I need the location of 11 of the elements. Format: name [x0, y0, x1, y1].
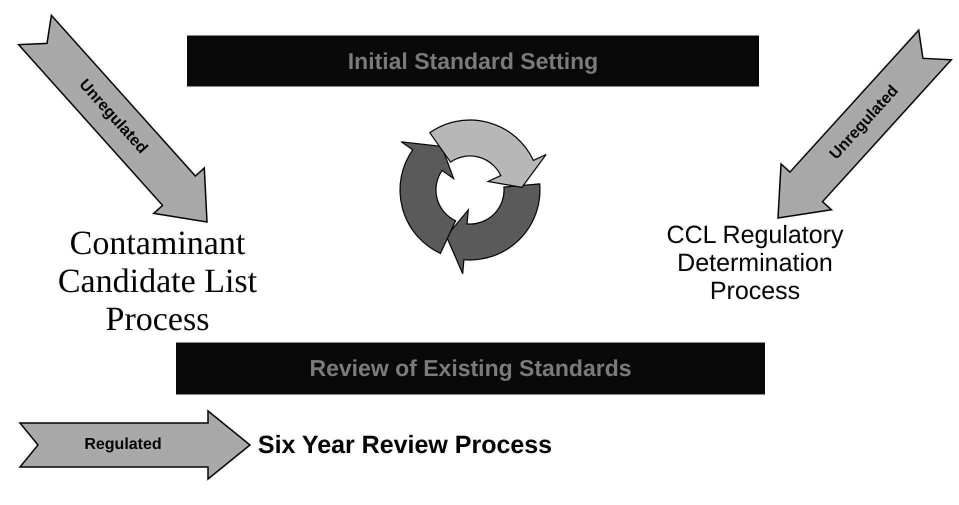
block-arrow	[18, 409, 252, 481]
bar-title: Review of Existing Standards	[309, 355, 632, 382]
edge-label: Regulated	[84, 436, 162, 454]
heading-bar	[176, 342, 765, 395]
process-label: CCL Regulatory Determination Process	[666, 221, 844, 305]
block-arrow	[777, 28, 953, 219]
block-arrow	[17, 14, 208, 223]
heading-bar	[187, 35, 759, 87]
process-label: Contaminant Candidate List Process	[56, 224, 258, 340]
bar-title: Initial Standard Setting	[348, 48, 598, 74]
process-label: Six Year Review Process	[258, 431, 552, 459]
